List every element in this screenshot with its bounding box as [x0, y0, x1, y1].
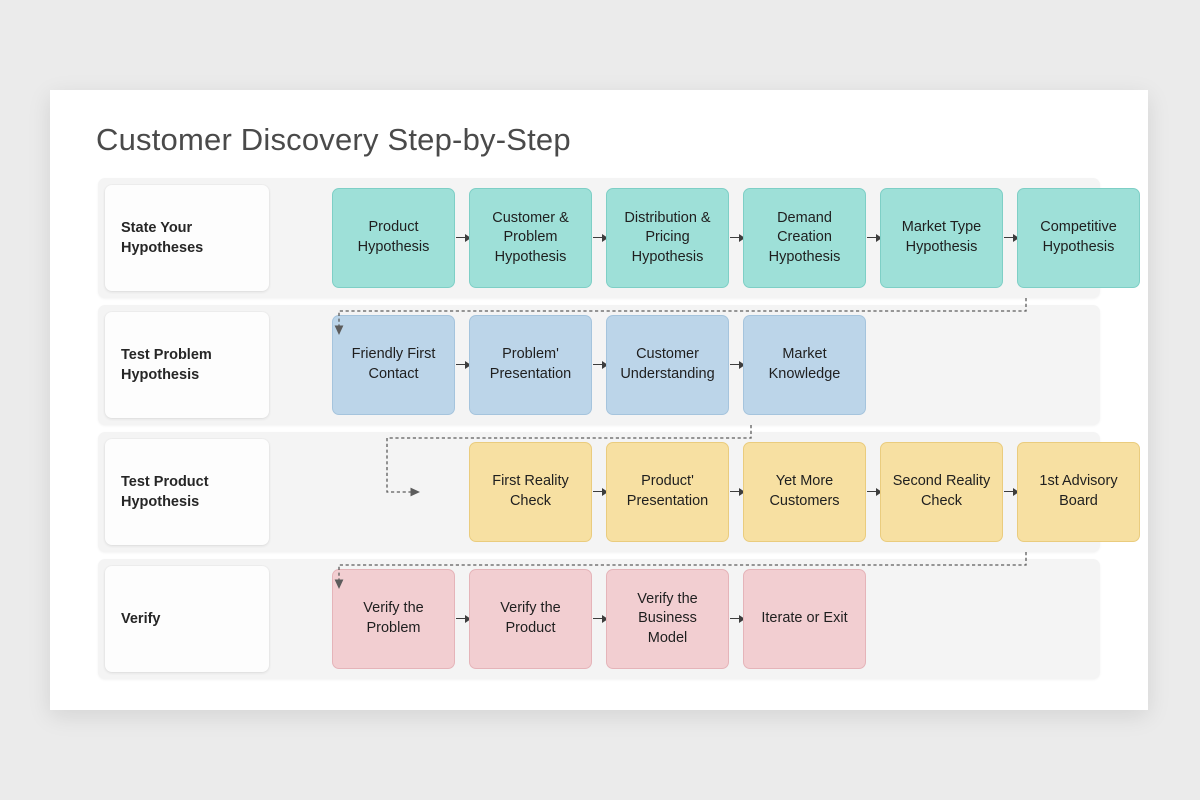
step-label: Customer & Problem Hypothesis — [492, 209, 569, 265]
slide-surface: Customer Discovery Step-by-Step State Yo… — [50, 90, 1148, 710]
step-label: First Reality Check — [492, 473, 569, 509]
step-label: Iterate or Exit — [761, 610, 848, 627]
step-box[interactable]: Verify the Business Model — [606, 569, 729, 669]
step-label: Product Hypothesis — [357, 219, 430, 255]
arrow-shaft — [729, 364, 741, 366]
step-label: Friendly First Contact — [351, 346, 436, 382]
arrow-shaft — [729, 618, 741, 620]
step-box[interactable]: Product Hypothesis — [332, 188, 455, 288]
step-label: Second Reality Check — [892, 473, 991, 509]
arrow-shaft — [729, 237, 741, 239]
arrow-shaft — [1003, 237, 1015, 239]
step-box[interactable]: Problem' Presentation — [469, 315, 592, 415]
arrow-shaft — [455, 364, 467, 366]
page-title: Customer Discovery Step-by-Step — [96, 122, 571, 157]
stage-label-text: Verify — [121, 611, 161, 627]
stage-label-text: Test Problem Hypothesis — [121, 347, 212, 383]
arrow-shaft — [866, 237, 878, 239]
arrow-shaft — [455, 237, 467, 239]
step-label: Market Knowledge — [768, 346, 841, 382]
step-box[interactable]: Market Type Hypothesis — [880, 188, 1003, 288]
step-box[interactable]: 1st Advisory Board — [1017, 442, 1140, 542]
stage-label-card[interactable]: Verify — [105, 566, 269, 672]
step-label: Verify the Product — [500, 600, 561, 636]
step-box[interactable]: Distribution & Pricing Hypothesis — [606, 188, 729, 288]
arrow-shaft — [592, 237, 604, 239]
arrow-shaft — [592, 364, 604, 366]
step-box[interactable]: Demand Creation Hypothesis — [743, 188, 866, 288]
step-box[interactable]: First Reality Check — [469, 442, 592, 542]
step-box[interactable]: Competitive Hypothesis — [1017, 188, 1140, 288]
arrow-shaft — [729, 491, 741, 493]
step-box[interactable]: Verify the Problem — [332, 569, 455, 669]
step-box[interactable]: Product' Presentation — [606, 442, 729, 542]
stage-row-1: State Your Hypotheses Product Hypothesis C… — [98, 178, 1140, 298]
arrow-shaft — [592, 491, 604, 493]
step-label: Demand Creation Hypothesis — [768, 209, 841, 265]
stage-row-4: Verify Verify the Problem Verify the Produ… — [98, 559, 1100, 679]
step-label: Distribution & Pricing Hypothesis — [624, 209, 711, 265]
step-box[interactable]: Market Knowledge — [743, 315, 866, 415]
stage-row-3: Test Product Hypothesis First Reality Che… — [98, 432, 1140, 552]
step-label: Yet More Customers — [769, 473, 840, 509]
step-box[interactable]: Customer Understanding — [606, 315, 729, 415]
step-box[interactable]: Yet More Customers — [743, 442, 866, 542]
arrow-shaft — [592, 618, 604, 620]
stage-label-card[interactable]: State Your Hypotheses — [105, 185, 269, 291]
step-box[interactable]: Iterate or Exit — [743, 569, 866, 669]
step-label: 1st Advisory Board — [1039, 473, 1118, 509]
step-label: Competitive Hypothesis — [1040, 219, 1117, 255]
step-label: Market Type Hypothesis — [901, 219, 982, 255]
step-box[interactable]: Verify the Product — [469, 569, 592, 669]
stage-row-2: Test Problem Hypothesis Friendly First Co… — [98, 305, 1100, 425]
step-box[interactable]: Second Reality Check — [880, 442, 1003, 542]
step-label: Product' Presentation — [626, 473, 709, 509]
stage-label-card[interactable]: Test Problem Hypothesis — [105, 312, 269, 418]
stage-label-text: State Your Hypotheses — [121, 220, 204, 256]
arrow-shaft — [1003, 491, 1015, 493]
step-label: Problem' Presentation — [489, 346, 572, 382]
step-box[interactable]: Customer & Problem Hypothesis — [469, 188, 592, 288]
step-label: Customer Understanding — [620, 346, 715, 382]
step-label: Verify the Business Model — [637, 590, 698, 646]
arrow-shaft — [455, 618, 467, 620]
stage-label-card[interactable]: Test Product Hypothesis — [105, 439, 269, 545]
step-label: Verify the Problem — [363, 600, 424, 636]
arrow-shaft — [866, 491, 878, 493]
step-box[interactable]: Friendly First Contact — [332, 315, 455, 415]
stage-label-text: Test Product Hypothesis — [121, 474, 209, 510]
